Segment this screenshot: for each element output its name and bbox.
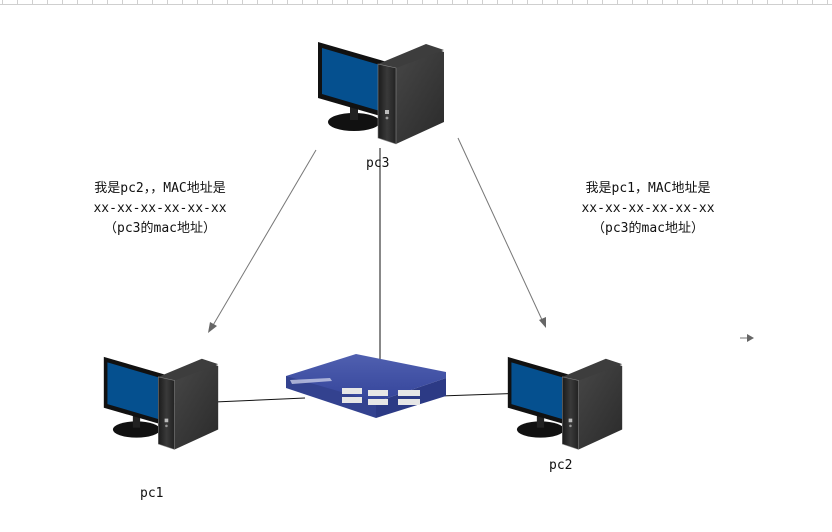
ruler-tick — [632, 0, 633, 4]
arrow-pc3-to-pc2 — [457, 137, 546, 328]
ruler-tick — [152, 0, 153, 4]
ruler-tick — [2, 0, 3, 4]
ruler-tick — [422, 0, 423, 4]
ruler-tick — [47, 0, 48, 4]
note-right-line1: 我是pc1，MAC地址是 — [585, 181, 711, 196]
ruler-tick — [362, 0, 363, 4]
ruler-tick — [602, 0, 603, 4]
ruler-tick — [167, 0, 168, 4]
ruler-tick — [332, 0, 333, 4]
ruler-tick — [347, 0, 348, 4]
ruler-tick — [737, 0, 738, 4]
ruler-tick — [77, 0, 78, 4]
note-right-line2: xx-xx-xx-xx-xx-xx — [581, 201, 715, 216]
ruler-tick — [392, 0, 393, 4]
node-label-pc2: pc2 — [549, 458, 573, 473]
ruler-tick — [557, 0, 558, 4]
ruler-tick — [257, 0, 258, 4]
ruler-tick — [677, 0, 678, 4]
ruler-tick — [512, 0, 513, 4]
ruler-tick — [812, 0, 813, 4]
node-label-pc1: pc1 — [140, 486, 164, 501]
ruler-tick — [752, 0, 753, 4]
ruler-tick — [272, 0, 273, 4]
ruler-tick — [17, 0, 18, 4]
note-left-line3: （pc3的mac地址） — [104, 221, 216, 236]
computer-icon — [507, 356, 623, 450]
ruler-tick — [782, 0, 783, 4]
note-right-line3: （pc3的mac地址） — [592, 221, 704, 236]
ruler-tick — [122, 0, 123, 4]
ruler-tick — [527, 0, 528, 4]
ruler-tick — [542, 0, 543, 4]
ruler-tick — [32, 0, 33, 4]
arrow-pc3-to-pc1 — [208, 149, 317, 333]
ruler-tick — [707, 0, 708, 4]
ruler-tick — [377, 0, 378, 4]
ruler-tick — [107, 0, 108, 4]
computer-icon — [317, 41, 445, 145]
node-label-pc3: pc3 — [366, 156, 390, 171]
ruler-tick — [287, 0, 288, 4]
ruler-tick — [722, 0, 723, 4]
ruler-tick — [197, 0, 198, 4]
network-switch[interactable] — [286, 354, 446, 418]
ruler-tick — [302, 0, 303, 4]
ruler-tick — [317, 0, 318, 4]
computer-pc1[interactable] — [103, 356, 219, 450]
ruler-tick — [62, 0, 63, 4]
top-ruler — [0, 0, 832, 5]
ruler-tick — [767, 0, 768, 4]
ruler-tick — [572, 0, 573, 4]
ruler-tick — [647, 0, 648, 4]
stray-arrow — [740, 334, 754, 342]
ruler-tick — [482, 0, 483, 4]
ruler-tick — [692, 0, 693, 4]
ruler-tick — [467, 0, 468, 4]
ruler-tick — [407, 0, 408, 4]
note-left-line2: xx-xx-xx-xx-xx-xx — [93, 201, 227, 216]
computer-icon — [103, 356, 219, 450]
ruler-tick — [587, 0, 588, 4]
computer-pc3[interactable] — [317, 41, 445, 145]
computer-pc2[interactable] — [507, 356, 623, 450]
ruler-tick — [137, 0, 138, 4]
ruler-tick — [617, 0, 618, 4]
ruler-tick — [437, 0, 438, 4]
ruler-tick — [452, 0, 453, 4]
ruler-tick — [827, 0, 828, 4]
ruler-tick — [227, 0, 228, 4]
ruler-tick — [797, 0, 798, 4]
ruler-tick — [92, 0, 93, 4]
note-left: 我是pc2，，MAC地址是 xx-xx-xx-xx-xx-xx （pc3的mac… — [70, 179, 250, 239]
note-left-line1: 我是pc2，，MAC地址是 — [94, 181, 226, 196]
note-right: 我是pc1，MAC地址是 xx-xx-xx-xx-xx-xx （pc3的mac地… — [558, 179, 738, 239]
ruler-tick — [497, 0, 498, 4]
ruler-tick — [182, 0, 183, 4]
ruler-tick — [242, 0, 243, 4]
ruler-tick — [212, 0, 213, 4]
ruler-tick — [662, 0, 663, 4]
